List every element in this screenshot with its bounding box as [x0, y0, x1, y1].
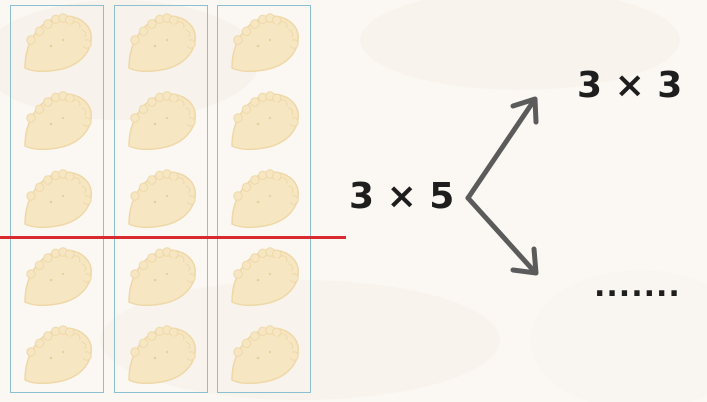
dumpling-column-1 — [10, 5, 104, 393]
dumpling-icon — [128, 247, 196, 307]
dumpling-icon — [231, 13, 299, 73]
dumpling-icon — [128, 325, 196, 385]
dumpling-column-2 — [114, 5, 208, 393]
dumpling-icon — [128, 169, 196, 229]
dumpling-column-3 — [217, 5, 311, 393]
dumpling-icon — [24, 13, 92, 73]
dumpling-icon — [128, 91, 196, 151]
dumpling-icon — [24, 169, 92, 229]
dumpling-icon — [24, 325, 92, 385]
dumpling-icon — [231, 247, 299, 307]
dumpling-icon — [231, 325, 299, 385]
dumpling-icon — [231, 91, 299, 151]
split-line — [0, 236, 346, 239]
bottom-expression: ....... — [594, 269, 681, 304]
main-expression: 3 × 5 — [349, 176, 455, 217]
dumpling-icon — [231, 169, 299, 229]
top-expression: 3 × 3 — [577, 65, 683, 106]
dumpling-icon — [128, 13, 196, 73]
dumpling-icon — [24, 91, 92, 151]
dumpling-icon — [24, 247, 92, 307]
